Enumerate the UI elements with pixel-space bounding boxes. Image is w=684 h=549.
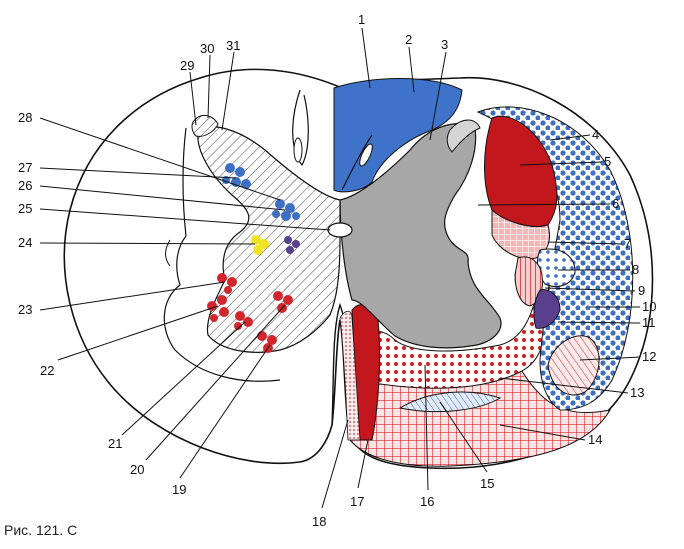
label-3: 3 (441, 37, 448, 52)
label-31: 31 (226, 38, 240, 53)
dorsolateral-tract-left (182, 127, 187, 237)
label-13: 13 (630, 385, 644, 400)
label-26: 26 (18, 178, 32, 193)
label-5: 5 (604, 154, 611, 169)
label-19: 19 (172, 482, 186, 497)
label-25: 25 (18, 201, 32, 216)
nucleus-26 (272, 199, 300, 221)
label-22: 22 (40, 363, 54, 378)
label-16: 16 (420, 494, 434, 509)
left-pia-line (165, 239, 171, 267)
label-28: 28 (18, 110, 32, 125)
tract-12 (547, 335, 600, 396)
tract-18 (339, 310, 361, 441)
left-lateral-boundary (163, 235, 281, 382)
figure-caption: Рис. 121. С (4, 522, 78, 538)
tract-6 (491, 208, 550, 260)
leader-lines (39, 27, 641, 509)
nucleus-21 (234, 311, 253, 330)
septum-ellipse-left (293, 137, 303, 163)
nucleus-23 (217, 273, 237, 294)
label-12: 12 (642, 349, 656, 364)
label-6: 6 (612, 196, 619, 211)
label-8: 8 (632, 262, 639, 277)
left-posterior-septum (292, 89, 309, 167)
substantia-gelatinosa (446, 119, 481, 153)
label-11: 11 (642, 315, 656, 330)
central-canal (327, 222, 353, 238)
label-10: 10 (642, 299, 656, 314)
label-23: 23 (18, 302, 32, 317)
label-17: 17 (350, 494, 364, 509)
label-9: 9 (638, 283, 645, 298)
label-27: 27 (18, 160, 32, 175)
label-21: 21 (108, 436, 122, 451)
label-7: 7 (624, 236, 631, 251)
label-4: 4 (592, 127, 599, 142)
septum-ellipse-right (359, 143, 373, 167)
label-2: 2 (405, 32, 412, 47)
label-24: 24 (18, 235, 32, 250)
nucleus-24 (251, 235, 269, 255)
tract-11 (533, 289, 561, 329)
label-30: 30 (200, 41, 214, 56)
label-15: 15 (480, 476, 494, 491)
tract-30 (191, 115, 219, 137)
posterior-median-septum-right (341, 134, 373, 191)
gray-matter-right (339, 123, 502, 349)
tract-15 (398, 391, 502, 413)
nucleus-22 (207, 295, 229, 322)
labels: 1 2 3 4 5 6 7 8 9 10 11 12 13 14 15 16 1… (18, 12, 656, 529)
label-1: 1 (358, 12, 365, 27)
label-20: 20 (130, 462, 144, 477)
label-18: 18 (312, 514, 326, 529)
label-14: 14 (588, 432, 602, 447)
nucleus-violet (284, 236, 300, 254)
label-29: 29 (180, 58, 194, 73)
